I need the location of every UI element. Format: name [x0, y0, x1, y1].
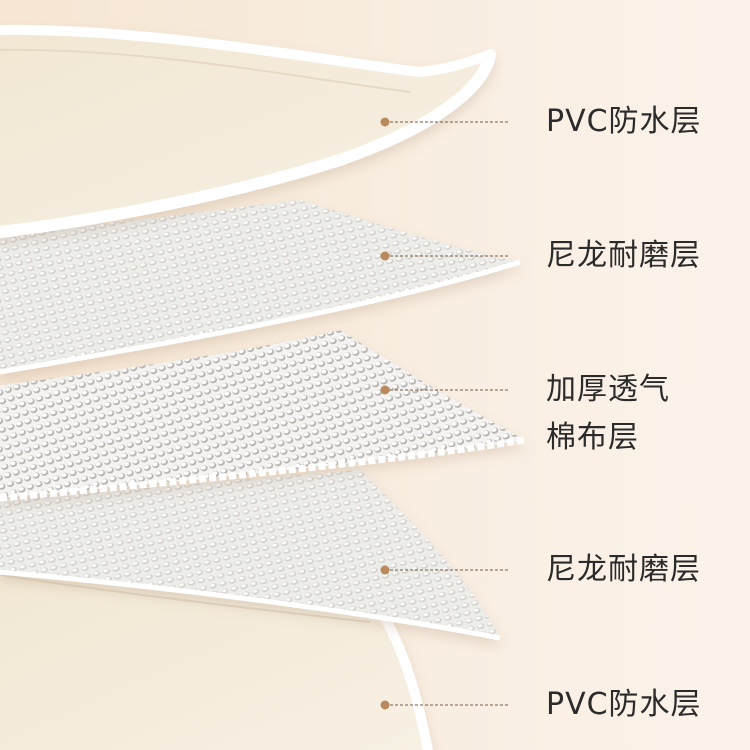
marker-dot — [380, 117, 390, 127]
leader-1 — [380, 117, 510, 127]
nylon-layer-lower — [0, 470, 501, 641]
marker-dot — [380, 251, 390, 261]
leader-4 — [380, 565, 510, 575]
marker-dot — [380, 565, 390, 575]
pvc-layer-top — [0, 24, 496, 238]
leader-2 — [380, 251, 510, 261]
marker-dot — [380, 385, 390, 395]
nylon-layer-upper — [0, 200, 521, 375]
cotton-layer — [0, 330, 526, 502]
marker-dot — [380, 700, 390, 710]
leader-3 — [380, 385, 510, 395]
leader-5 — [380, 700, 510, 710]
